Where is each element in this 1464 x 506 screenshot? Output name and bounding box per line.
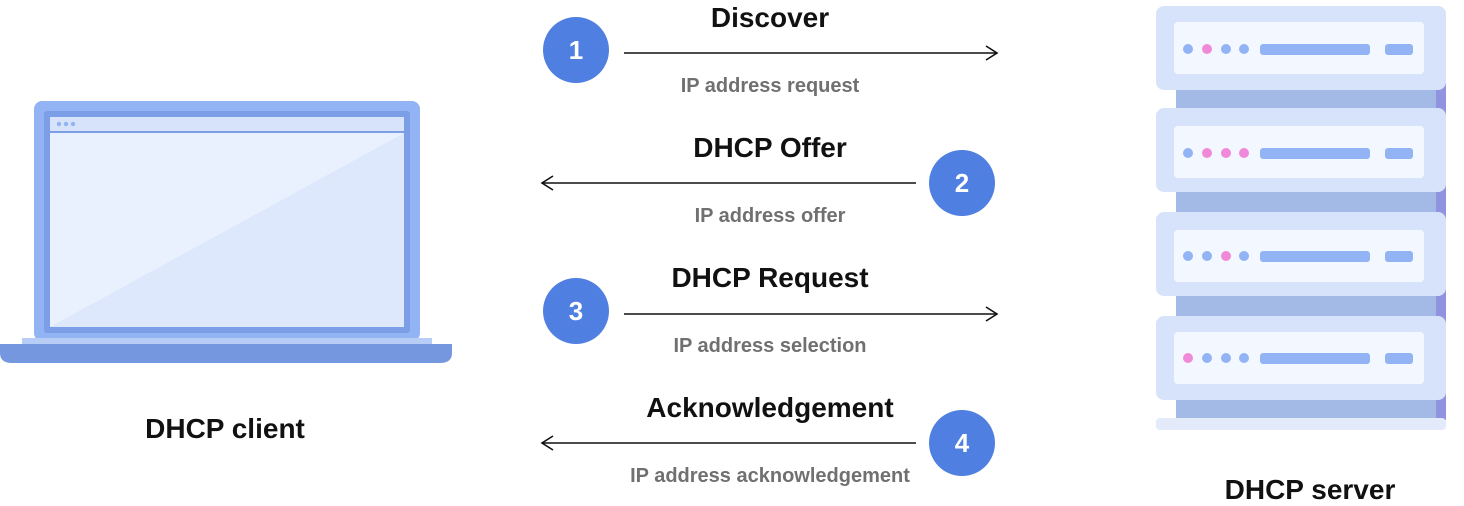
step-3-badge: 3 <box>543 278 609 344</box>
client-label: DHCP client <box>145 413 305 444</box>
step-1-title: Discover <box>710 2 830 33</box>
step-1-badge: 1 <box>543 17 609 83</box>
step-1-subtitle: IP address request <box>680 75 860 97</box>
step-2-subtitle: IP address offer <box>694 205 846 227</box>
step-4-subtitle: IP address acknowledgement <box>630 465 910 487</box>
step-3-arrow-right-icon <box>624 306 999 322</box>
step-4-arrow-left-icon <box>540 435 916 451</box>
step-3-subtitle: IP address selection <box>673 335 867 357</box>
step-3-title: DHCP Request <box>671 262 869 293</box>
step-1-arrow-right-icon <box>624 45 999 61</box>
laptop-icon <box>0 101 452 363</box>
server-label: DHCP server <box>1224 474 1396 505</box>
step-4-title: Acknowledgement <box>646 392 894 423</box>
step-2-badge: 2 <box>929 150 995 216</box>
step-2-arrow-left-icon <box>540 175 916 191</box>
step-4-badge: 4 <box>929 410 995 476</box>
step-2-title: DHCP Offer <box>693 132 847 163</box>
server-rack-icon <box>1156 6 1446 430</box>
